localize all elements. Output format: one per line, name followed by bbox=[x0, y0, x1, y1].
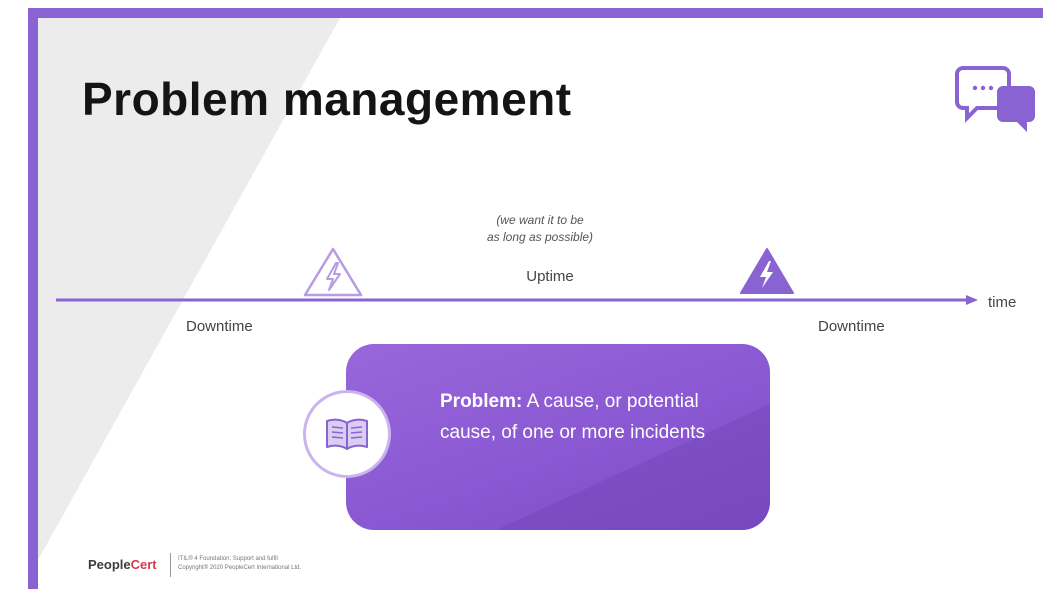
book-badge bbox=[303, 390, 391, 478]
card-shade bbox=[496, 404, 770, 530]
problem-term: Problem: bbox=[440, 391, 523, 412]
uptime-note: (we want it to be as long as possible) bbox=[440, 212, 640, 246]
problem-definition-text: Problem: A cause, or potential cause, of… bbox=[440, 386, 740, 448]
slide-frame-left bbox=[28, 8, 38, 589]
footer-line1: ITIL® 4 Foundation: Support and fulfil bbox=[178, 556, 278, 562]
problem-definition: A cause, or potential cause, of one or m… bbox=[440, 391, 706, 443]
footer-divider bbox=[170, 553, 171, 577]
lightning-warning-outline-icon bbox=[303, 247, 363, 297]
chat-bubbles-icon bbox=[955, 66, 1035, 132]
peoplecert-logo: PeopleCert bbox=[88, 557, 157, 572]
footer-text: ITIL® 4 Foundation: Support and fulfil C… bbox=[178, 555, 301, 573]
problem-definition-card bbox=[346, 344, 770, 530]
uptime-note-line2: as long as possible) bbox=[486, 230, 594, 244]
lightning-warning-filled-icon bbox=[740, 248, 794, 294]
slide-frame-top bbox=[28, 8, 1043, 18]
downtime-right-label: Downtime bbox=[818, 318, 885, 335]
logo-cert: Cert bbox=[130, 557, 157, 572]
logo-people: People bbox=[88, 557, 131, 572]
uptime-label: Uptime bbox=[526, 268, 574, 285]
time-axis-label: time bbox=[988, 294, 1017, 311]
downtime-left-label: Downtime bbox=[186, 318, 253, 335]
uptime-note-line1: (we want it to be bbox=[496, 213, 584, 227]
footer-line2: Copyright® 2020 PeopleCert International… bbox=[178, 565, 302, 571]
open-book-icon bbox=[326, 418, 368, 450]
page-title: Problem management bbox=[82, 73, 572, 125]
